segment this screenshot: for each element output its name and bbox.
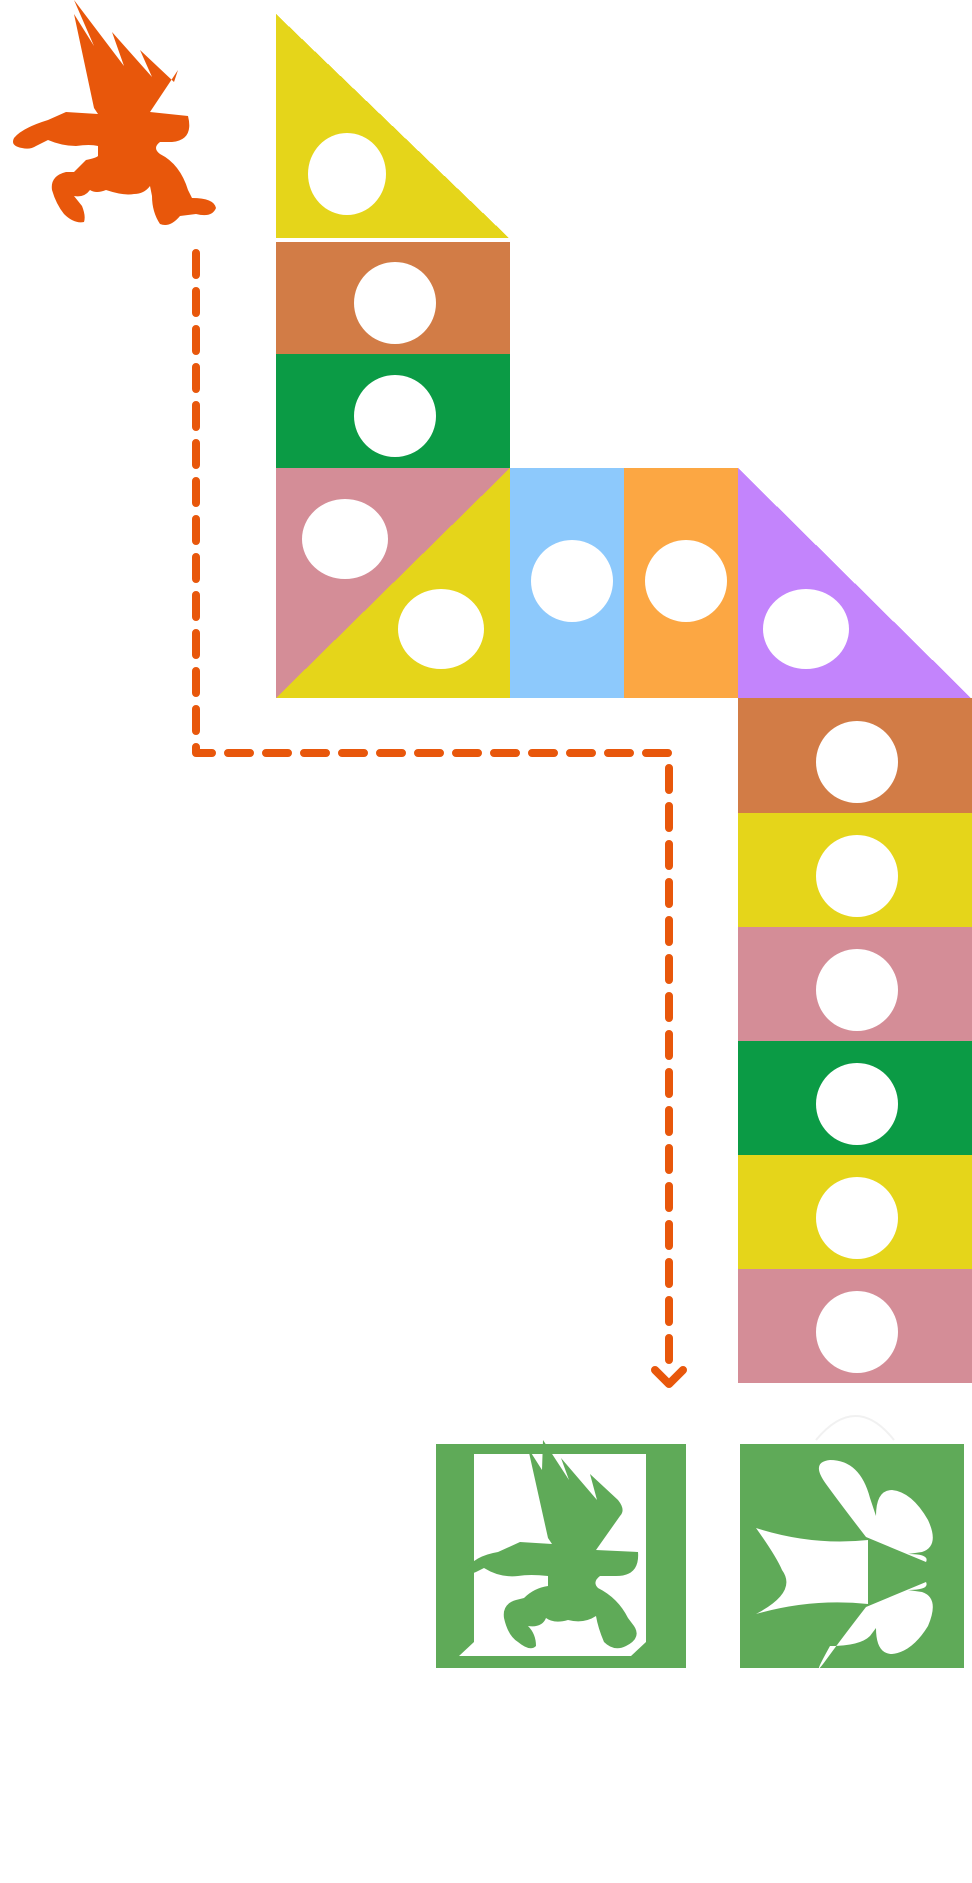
board-cell bbox=[738, 468, 971, 698]
butterfly-silhouette-icon bbox=[756, 1460, 933, 1669]
hole bbox=[816, 1177, 898, 1259]
hole bbox=[816, 835, 898, 917]
hole bbox=[763, 589, 849, 669]
decor-arc bbox=[815, 1415, 895, 1441]
runner-silhouette-icon bbox=[466, 1440, 639, 1649]
start-runner-icon bbox=[13, 0, 216, 225]
hole bbox=[531, 540, 613, 622]
hole bbox=[645, 540, 727, 622]
board-cell bbox=[276, 14, 509, 238]
hole bbox=[816, 721, 898, 803]
path-arrow bbox=[192, 249, 687, 1388]
choice-butterfly-tile[interactable] bbox=[740, 1415, 964, 1669]
hole bbox=[302, 499, 388, 579]
board-cells bbox=[276, 14, 972, 1383]
hole bbox=[398, 589, 484, 669]
arrowhead-icon bbox=[651, 1366, 687, 1388]
choice-runner-tile[interactable] bbox=[436, 1440, 686, 1668]
hole bbox=[354, 262, 436, 344]
hole bbox=[354, 375, 436, 457]
hole bbox=[308, 133, 386, 215]
hole bbox=[816, 1063, 898, 1145]
board-holes bbox=[302, 133, 898, 1373]
hole bbox=[816, 949, 898, 1031]
hole bbox=[816, 1291, 898, 1373]
